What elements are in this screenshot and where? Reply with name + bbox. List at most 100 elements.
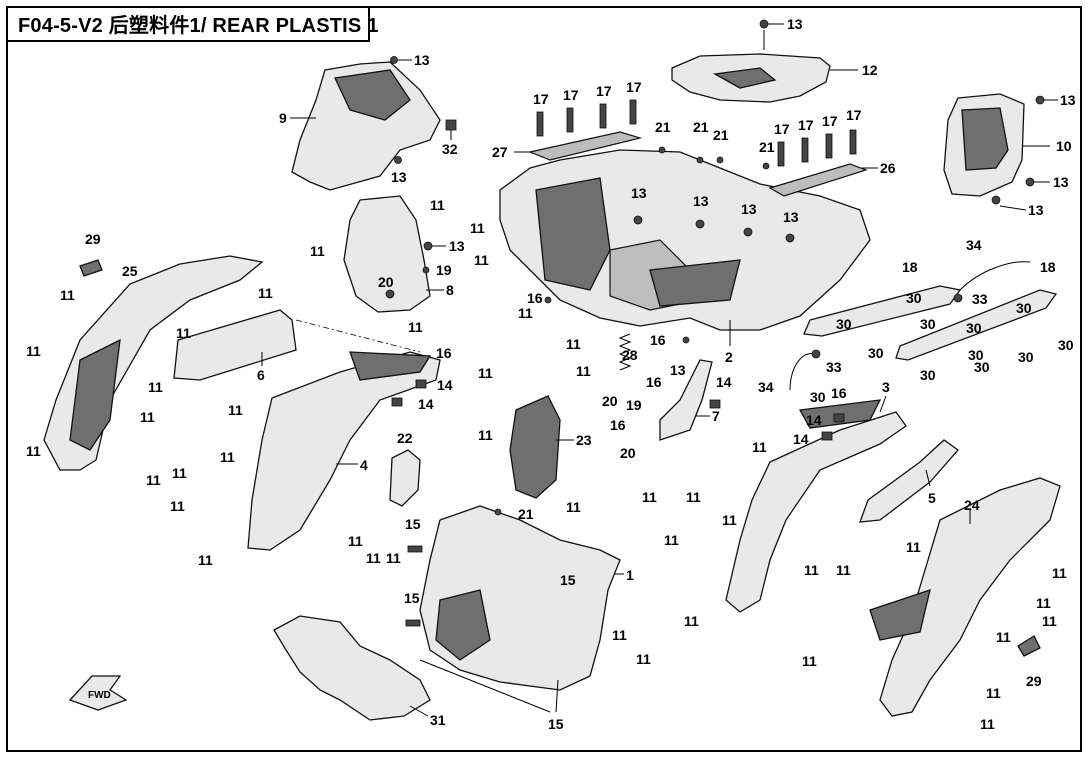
callout-11-29: 11	[722, 512, 737, 528]
callout-30-5: 30	[966, 320, 982, 336]
diagram-frame	[6, 6, 1082, 752]
callout-14-e: 14	[793, 431, 809, 447]
callout-13-a: 13	[414, 52, 430, 68]
callout-11-35: 11	[836, 562, 851, 578]
callout-11-40: 11	[1052, 565, 1067, 581]
callout-30-11: 30	[974, 359, 990, 375]
callout-18-a: 18	[902, 259, 918, 275]
callout-16-d: 16	[646, 374, 662, 390]
part-6-step	[173, 309, 297, 381]
callout-30-8: 30	[1058, 337, 1074, 353]
bolts-17-left: 17 17 17 17	[533, 79, 642, 137]
callout-11-21: 11	[576, 363, 591, 379]
callout-11-8: 11	[176, 325, 191, 341]
callout-30-2: 30	[836, 316, 852, 332]
part-4-left-panel	[247, 351, 441, 551]
callout-14-d: 14	[806, 412, 822, 428]
callout-29-a: 29	[85, 231, 101, 247]
callout-18-b: 18	[1040, 259, 1056, 275]
callout-11-28: 11	[752, 439, 767, 455]
callout-11-6: 11	[408, 319, 423, 335]
callout-11-4: 11	[310, 243, 325, 259]
callout-11-18: 11	[198, 552, 213, 568]
part-18-trim-b	[895, 289, 1058, 361]
callout-21-2: 21	[693, 119, 709, 135]
callout-19-a: 19	[436, 262, 452, 278]
part-9-panel	[290, 61, 441, 191]
washers-21: 21 21 21 21	[655, 119, 775, 170]
callout-16-e: 16	[610, 417, 626, 433]
callout-30-6: 30	[868, 345, 884, 361]
callout-11-37: 11	[612, 627, 627, 643]
callout-11-33: 11	[684, 613, 699, 629]
callout-11-7: 11	[60, 287, 75, 303]
callout-17-7: 17	[822, 113, 838, 129]
callout-11-27: 11	[686, 489, 701, 505]
callout-11-12: 11	[26, 443, 41, 459]
callout-13-j: 13	[449, 238, 465, 254]
callout-11-36: 11	[802, 653, 817, 669]
callout-30-12: 30	[1018, 349, 1034, 365]
callout-17-6: 17	[798, 117, 814, 133]
callout-17-1: 17	[533, 91, 549, 107]
callout-11-26: 11	[642, 489, 657, 505]
callout-30-7: 30	[968, 347, 984, 363]
callout-11-15: 11	[220, 449, 235, 465]
part-7-bracket	[659, 359, 713, 441]
callout-19-b: 19	[626, 397, 642, 413]
part-34-cable-a	[959, 261, 1031, 291]
callout-11-2: 11	[470, 220, 485, 236]
callout-11-10: 11	[148, 379, 163, 395]
callout-20-c: 20	[620, 445, 636, 461]
part-12-cover	[671, 53, 858, 103]
callout-34-b: 34	[758, 379, 774, 395]
callout-11-24: 11	[518, 305, 533, 321]
fwd-label: FWD	[88, 690, 111, 701]
callout-14-b: 14	[418, 396, 434, 412]
callout-12: 12	[862, 62, 878, 78]
bolts-17-right: 17 17 17 17	[774, 107, 862, 167]
callout-11-31: 11	[366, 550, 381, 566]
callout-11-25: 11	[566, 336, 581, 352]
callout-11-22: 11	[478, 427, 493, 443]
part-29-clip-left	[79, 259, 103, 277]
callout-4: 4	[360, 457, 368, 473]
callout-21-1: 21	[655, 119, 671, 135]
callout-11-11: 11	[140, 409, 155, 425]
callout-7: 7	[712, 408, 720, 424]
callout-16-a: 16	[527, 290, 543, 306]
callout-15-d: 15	[548, 716, 564, 732]
callout-21-3: 21	[713, 127, 729, 143]
callout-16-b: 16	[650, 332, 666, 348]
callout-21-4: 21	[759, 139, 775, 155]
callout-30-3: 30	[920, 316, 936, 332]
callout-33-b: 33	[826, 359, 842, 375]
part-2-rear-body	[499, 149, 871, 346]
part-1-center-panel	[419, 505, 621, 691]
callout-28: 28	[622, 347, 638, 363]
callout-13-f: 13	[631, 185, 647, 201]
callout-31: 31	[430, 712, 446, 728]
callout-22: 22	[397, 430, 413, 446]
callout-11-20: 11	[478, 365, 493, 381]
part-5-step	[859, 439, 959, 523]
callout-17-8: 17	[846, 107, 862, 123]
callout-11-45: 11	[980, 716, 995, 732]
callout-11-32: 11	[386, 550, 401, 566]
callout-11-1: 11	[430, 197, 445, 213]
callout-17-2: 17	[563, 87, 579, 103]
callout-11-14: 11	[228, 402, 243, 418]
callout-24: 24	[964, 497, 980, 513]
callout-13-c: 13	[1060, 92, 1076, 108]
part-10-panel	[943, 93, 1050, 197]
callout-26: 26	[880, 160, 896, 176]
callout-11-43: 11	[996, 629, 1011, 645]
callout-13-b: 13	[391, 169, 407, 185]
part-22-cover	[389, 449, 421, 507]
diagram-title: F04-5-V2 后塑料件1/ REAR PLASTIS 1	[18, 14, 379, 37]
callout-16-c: 16	[436, 345, 452, 361]
callout-15-c: 15	[404, 590, 420, 606]
callout-30-9: 30	[810, 389, 826, 405]
callout-11-41: 11	[1036, 595, 1051, 611]
